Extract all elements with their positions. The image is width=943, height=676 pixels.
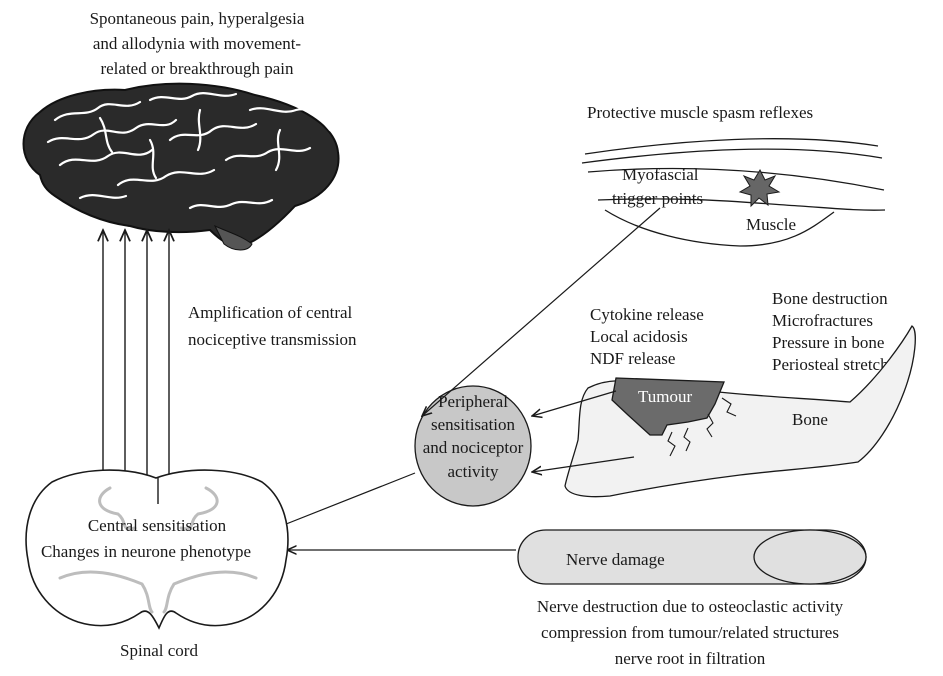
connecting-arrows xyxy=(271,207,661,550)
nerve-caption-line: compression from tumour/related structur… xyxy=(541,623,839,642)
nerve-caption-line: Nerve destruction due to osteoclastic ac… xyxy=(537,597,844,616)
spinal-cord-outline xyxy=(25,469,289,630)
brain-caption-line: and allodynia with movement- xyxy=(93,34,302,53)
peripheral-label-line: activity xyxy=(448,462,499,481)
nerve-caption-line: nerve root in filtration xyxy=(615,649,766,668)
tumour-factor-line: Local acidosis xyxy=(590,327,688,346)
brain-caption-line: related or breakthrough pain xyxy=(100,59,294,78)
peripheral-label-line: and nociceptor xyxy=(423,438,524,457)
bone-label: Bone xyxy=(792,410,828,429)
bone-factor-line: Pressure in bone xyxy=(772,333,884,352)
muscle-spasm-label: Protective muscle spasm reflexes xyxy=(587,103,813,122)
bone-factor-line: Bone destruction xyxy=(772,289,888,308)
microfracture-marks-icon xyxy=(667,397,737,457)
tumour-factor-line: NDF release xyxy=(590,349,675,368)
brain-stem xyxy=(213,224,253,251)
brain-caption: Spontaneous pain, hyperalgesia and allod… xyxy=(90,9,305,78)
bone-shape xyxy=(564,325,916,498)
peripheral-to-spinal-arrow xyxy=(271,472,416,530)
amplification-label: Amplification of central nociceptive tra… xyxy=(188,303,357,349)
trigger-points-label: trigger points xyxy=(612,189,703,208)
brain-gyri xyxy=(46,92,332,210)
tumour-to-peripheral-arrow xyxy=(532,390,617,416)
muscle-fascia-line xyxy=(581,148,883,164)
bone-to-peripheral-arrow xyxy=(532,456,635,472)
nerve-end-ellipse xyxy=(753,529,867,585)
amplification-line: Amplification of central xyxy=(188,303,353,322)
tumour-shape xyxy=(611,377,725,436)
nerve-damage-label: Nerve damage xyxy=(566,550,665,569)
spinal-cord-illustration: Central sensitisation Changes in neurone… xyxy=(25,469,289,660)
bone-tumour-illustration: Bone destruction Microfractures Pressure… xyxy=(564,289,916,498)
muscle-fascia-line xyxy=(597,198,886,211)
tumour-label: Tumour xyxy=(638,387,693,406)
brain-caption-line: Spontaneous pain, hyperalgesia xyxy=(90,9,305,28)
brain-illustration xyxy=(22,82,340,251)
tumour-factor-line: Cytokine release xyxy=(590,305,704,324)
bone-factor-line: Periosteal stretching xyxy=(772,355,911,374)
peripheral-label-line: sensitisation xyxy=(431,415,516,434)
peripheral-sensitisation-node: Peripheral sensitisation and nociceptor … xyxy=(414,385,532,507)
peripheral-label-line: Peripheral xyxy=(438,392,508,411)
bone-factor-line: Microfractures xyxy=(772,311,873,330)
nerve-illustration: Nerve damage Nerve destruction due to os… xyxy=(517,529,867,668)
amplification-line: nociceptive transmission xyxy=(188,330,357,349)
muscle-label: Muscle xyxy=(746,215,796,234)
brain-shape xyxy=(22,82,340,247)
peripheral-sensitisation-oval xyxy=(414,385,532,507)
muscle-fascia-line xyxy=(587,167,885,191)
spinal-cord-grey-matter xyxy=(58,486,258,614)
muscle-illustration: Protective muscle spasm reflexes Myofasc… xyxy=(581,103,886,247)
spinal-center-line: Changes in neurone phenotype xyxy=(41,542,251,561)
ascending-pathway-arrows xyxy=(103,230,169,495)
muscle-to-peripheral-arrow xyxy=(422,207,661,416)
spinal-center-line: Central sensitisation xyxy=(88,516,227,535)
trigger-points-label: Myofascial xyxy=(622,165,699,184)
spinal-cord-caption: Spinal cord xyxy=(120,641,198,660)
muscle-fascia-line xyxy=(584,138,879,155)
muscle-belly-outline xyxy=(604,209,835,247)
trigger-point-star-icon xyxy=(738,168,781,208)
